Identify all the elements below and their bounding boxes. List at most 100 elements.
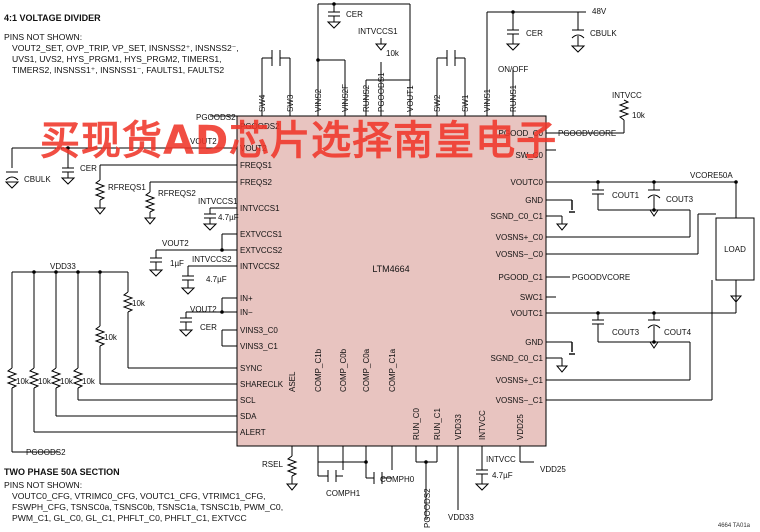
cer-label: CER [346, 10, 363, 19]
pin-label: VOSNS−_C1 [496, 396, 544, 405]
pgoodvcore-label: PGOODVCORE [558, 129, 616, 138]
cap-label: 4.7µF [492, 471, 513, 480]
pins-not-shown-line: PWM_C1, GL_C0, GL_C1, PHFLT_C0, PHFLT_C1… [12, 513, 247, 523]
pin-label: VOSNS+_C1 [496, 376, 544, 385]
r10k-label: 10k [132, 299, 146, 308]
pin-label: PGOODS2 [240, 122, 280, 131]
cer-label: CER [200, 323, 217, 332]
pin-label: VDD33 [454, 414, 463, 440]
cout1-label: COUT1 [612, 191, 640, 200]
intvcc-label: INTVCC [486, 455, 516, 464]
load-label: LOAD [724, 245, 746, 254]
r10k-label: 10k [632, 111, 646, 120]
section-header-bottom: TWO PHASE 50A SECTION [4, 467, 120, 477]
pin-label: SGND_C0_C1 [491, 212, 544, 221]
r10k-label: 10k [104, 333, 118, 342]
v48-label: 48V [592, 7, 607, 16]
vdd33-label: VDD33 [448, 513, 474, 522]
onoff-label: ON/OFF [498, 65, 528, 74]
cbulk-label: CBULK [24, 175, 51, 184]
pgoods2-label: PGOODS2 [26, 448, 66, 457]
pgoodvcore-label: PGOODVCORE [572, 273, 630, 282]
pin-label: VOUT2 [240, 144, 267, 153]
pin-label: PGOODS1 [377, 72, 386, 112]
rfreqs2-label: RFREQS2 [158, 189, 196, 198]
cer-label: CER [80, 164, 97, 173]
pin-label: SW2 [433, 94, 442, 112]
pin-label: VINS2 [314, 88, 323, 112]
cer-label: CER [526, 29, 543, 38]
intvcc-label: INTVCC [612, 91, 642, 100]
pin-label: PGOOD_C0 [499, 129, 544, 138]
cout3-label: COUT3 [612, 328, 640, 337]
intvccs2-label: INTVCCS2 [192, 255, 232, 264]
pins-not-shown-line: TIMERS2, INSNSS1⁺, INSNSS1⁻, FAULTS1, FA… [12, 65, 225, 75]
chip-body [236, 115, 547, 447]
pin-label: GND [525, 338, 543, 347]
vdd25-label: VDD25 [540, 465, 566, 474]
pin-label: SW4 [258, 94, 267, 112]
pins-not-shown-title: PINS NOT SHOWN: [4, 480, 83, 490]
vcore50a-label: VCORE50A [690, 171, 733, 180]
comph0-label: COMPH0 [380, 475, 415, 484]
r10k-label: 10k [16, 377, 30, 386]
pin-label: FREQS1 [240, 161, 273, 170]
vout2-label: VOUT2 [190, 137, 217, 146]
r10k-label: 10k [60, 377, 74, 386]
pin-label: VOSNS−_C0 [496, 250, 544, 259]
pin-label: SGND_C0_C1 [491, 354, 544, 363]
pin-label: RUNS1 [509, 84, 518, 112]
pin-label: VINS3_C1 [240, 342, 278, 351]
pgoods2-label: PGOODS2 [196, 113, 236, 122]
pin-label: SW1 [461, 94, 470, 112]
pin-label: ALERT [240, 428, 266, 437]
cap-label: 4.7µF [206, 275, 227, 284]
cout4-label: COUT4 [664, 328, 692, 337]
pin-label: SCL [240, 396, 256, 405]
pin-label: VINS1 [483, 88, 492, 112]
pins-not-shown-line: FSWPH_CFG, TSNSC0a, TSNSC0b, TSNSC1a, TS… [12, 502, 284, 512]
vdd33-label: VDD33 [50, 262, 76, 271]
load-box [715, 217, 755, 281]
pin-label: VDD25 [516, 414, 525, 440]
pin-label: SWC1 [520, 293, 544, 302]
intvccs1-label: INTVCCS1 [358, 27, 398, 36]
pin-label: COMP_C1b [314, 348, 323, 392]
pin-label: ASEL [288, 371, 297, 392]
pin-label: COMP_C0b [339, 348, 348, 392]
pin-label: SDA [240, 412, 257, 421]
pin-label: COMP_C0a [362, 348, 371, 392]
cap-label: 1µF [170, 259, 184, 268]
r10k-label: 10k [38, 377, 52, 386]
pin-label: RUN_C1 [433, 407, 442, 440]
watermark-text: 买现货AD芯片选择南皇电子 [40, 118, 558, 164]
pins-not-shown-title: PINS NOT SHOWN: [4, 32, 83, 42]
pin-label: VOUT1 [406, 85, 415, 112]
cap-label: 4.7µF [218, 213, 239, 222]
pins-not-shown-line: UVS1, UVS2, HYS_PRGM1, HYS_PRGM2, TIMERS… [12, 54, 222, 64]
figure-id: 4664 TA01a [717, 523, 750, 529]
rsel-label: RSEL [262, 460, 283, 469]
r10k-label: 10k [82, 377, 96, 386]
pin-label: INTVCC [478, 410, 487, 440]
pins-not-shown-top: PINS NOT SHOWN: VOUT2_SET, OVP_TRIP, VP_… [4, 32, 239, 76]
chip-name: LTM4664 [372, 264, 409, 274]
pins-not-shown-bottom: PINS NOT SHOWN: VOUTC0_CFG, VTRIMC0_CFG,… [4, 480, 283, 524]
pin-label: PGOOD_C1 [499, 273, 544, 282]
pin-label: EXTVCCS1 [240, 230, 283, 239]
pins-not-shown-line: VOUTC0_CFG, VTRIMC0_CFG, VOUTC1_CFG, VTR… [12, 491, 266, 501]
r10k-label: 10k [386, 49, 400, 58]
pin-label: RUN_C0 [412, 407, 421, 440]
pin-label: VINS3_C0 [240, 326, 278, 335]
pin-label: IN+ [240, 294, 253, 303]
pin-label: EXTVCCS2 [240, 246, 283, 255]
pin-label: RUNS2 [362, 84, 371, 112]
vout2-label: VOUT2 [190, 305, 217, 314]
pin-label: COMP_C1a [388, 348, 397, 392]
section-header-top: 4:1 VOLTAGE DIVIDER [4, 13, 101, 23]
pin-label: SHARECLK [240, 380, 284, 389]
pin-label: FREQS2 [240, 178, 273, 187]
pin-label: VOSNS+_C0 [496, 233, 544, 242]
pin-label: SW_C0 [515, 151, 543, 160]
